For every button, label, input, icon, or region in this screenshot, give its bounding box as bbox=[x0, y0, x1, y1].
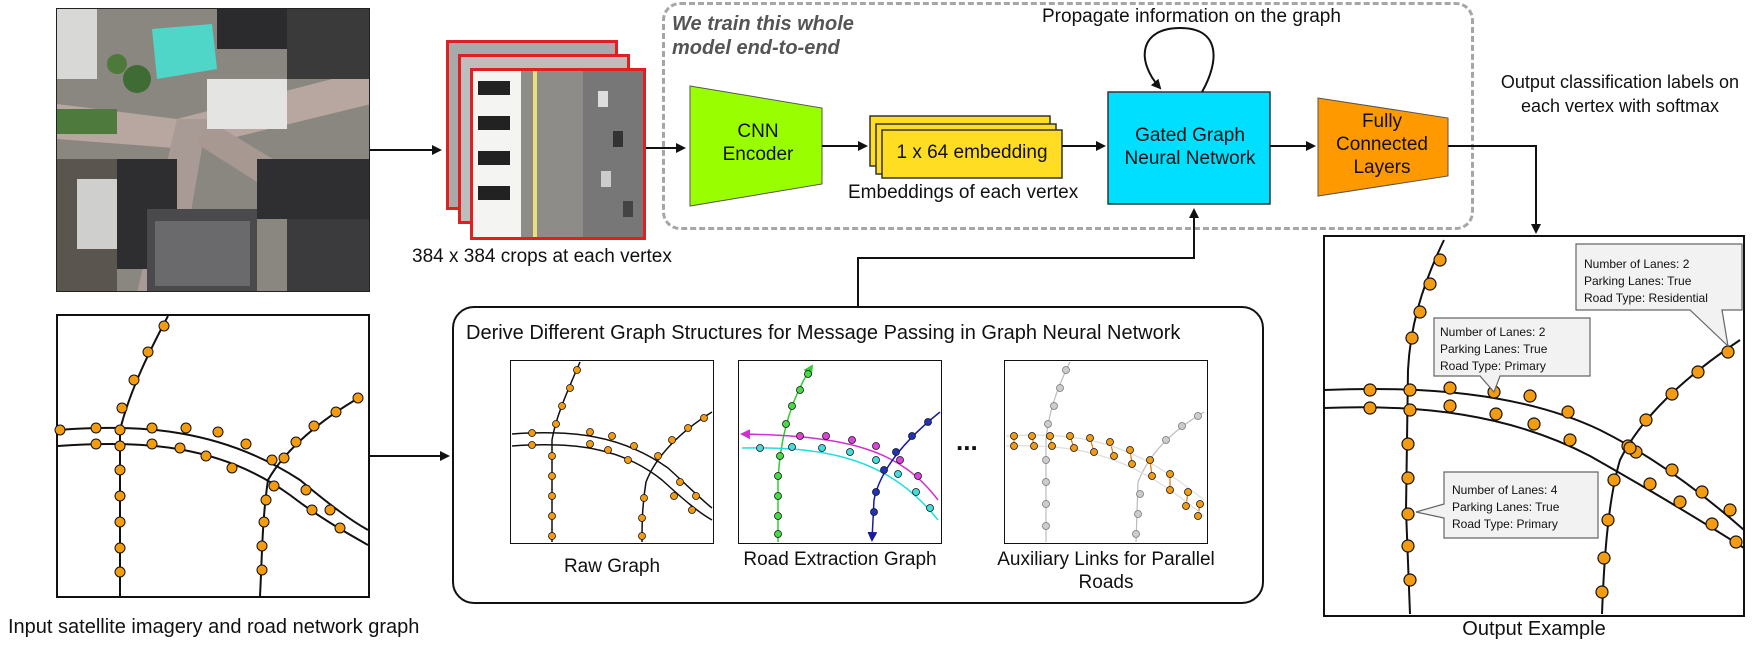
output-example-label: Output Example bbox=[1462, 618, 1606, 640]
arrow-fc-to-output bbox=[1448, 145, 1541, 234]
output-example-panel bbox=[1323, 235, 1745, 617]
input-graph-roads bbox=[57, 315, 369, 597]
satellite-image bbox=[56, 8, 370, 292]
callout-primary-bottom: Number of Lanes: 4 Parking Lanes: True R… bbox=[1452, 482, 1559, 533]
embedding-label: 1 x 64 embedding bbox=[896, 142, 1048, 163]
ellipsis: ... bbox=[956, 426, 978, 456]
callout-road-type: Road Type: Primary bbox=[1440, 359, 1546, 373]
callout-residential: Number of Lanes: 2 Parking Lanes: True R… bbox=[1584, 256, 1708, 307]
derive-graph-box bbox=[452, 306, 1264, 604]
road-extraction-vertices bbox=[756, 370, 934, 538]
auxiliary-links-label: Auxiliary Links for Parallel Roads bbox=[997, 549, 1215, 593]
raw-graph-panel bbox=[510, 360, 714, 544]
callout-parking: Parking Lanes: True bbox=[1584, 274, 1692, 288]
input-graph-vertices bbox=[54, 320, 364, 578]
arrow-derive-to-ggnn bbox=[857, 208, 1199, 306]
callout-lanes: Number of Lanes: 2 bbox=[1584, 257, 1690, 271]
self-loop-arrow bbox=[1143, 26, 1215, 93]
road-extraction-edges bbox=[740, 364, 941, 542]
callout-parking: Parking Lanes: True bbox=[1440, 342, 1548, 356]
cnn-encoder-shape bbox=[689, 85, 823, 207]
embedding-card-front bbox=[881, 129, 1063, 179]
ggnn-label: Gated Graph Neural Network bbox=[1124, 125, 1256, 169]
output-labels-caption: Output classification labels on each ver… bbox=[1500, 72, 1740, 116]
raw-graph-label: Raw Graph bbox=[563, 556, 661, 577]
raw-graph-roads bbox=[511, 361, 713, 543]
callout-lanes: Number of Lanes: 2 bbox=[1440, 325, 1546, 339]
auxiliary-links-panel bbox=[1004, 360, 1208, 544]
auxiliary-gray-roads bbox=[1045, 361, 1205, 543]
crops-caption: 384 x 384 crops at each vertex bbox=[412, 246, 672, 267]
auxiliary-orange-vertices bbox=[1010, 432, 1204, 520]
crop-frame-front bbox=[470, 68, 646, 240]
callout-primary-top: Number of Lanes: 2 Parking Lanes: True R… bbox=[1440, 324, 1547, 375]
callout-road-type: Road Type: Residential bbox=[1584, 291, 1708, 305]
propagate-label: Propagate information on the graph bbox=[1042, 6, 1341, 27]
callout-shapes bbox=[1415, 243, 1743, 539]
callout-road-type: Road Type: Primary bbox=[1452, 517, 1558, 531]
end-to-end-dashed-box bbox=[662, 2, 1474, 230]
fc-label: Fully Connected Layers bbox=[1336, 111, 1428, 178]
input-caption: Input satellite imagery and road network… bbox=[8, 616, 420, 638]
input-graph-panel bbox=[56, 314, 370, 598]
train-note: We train this whole model end-to-end bbox=[672, 13, 854, 59]
callout-parking: Parking Lanes: True bbox=[1452, 500, 1560, 514]
road-extraction-label: Road Extraction Graph bbox=[743, 549, 937, 570]
callout-lanes: Number of Lanes: 4 bbox=[1452, 483, 1558, 497]
fc-shape bbox=[1317, 97, 1449, 197]
cnn-encoder-label: CNN Encoder bbox=[722, 121, 794, 165]
output-vertices bbox=[1363, 253, 1743, 599]
raw-graph-vertices bbox=[528, 366, 708, 540]
embeddings-caption: Embeddings of each vertex bbox=[848, 182, 1079, 203]
derive-title: Derive Different Graph Structures for Me… bbox=[466, 322, 1181, 344]
ggnn-box bbox=[1107, 91, 1271, 205]
road-extraction-panel bbox=[738, 360, 942, 544]
auxiliary-gray-vertices bbox=[1042, 366, 1202, 538]
